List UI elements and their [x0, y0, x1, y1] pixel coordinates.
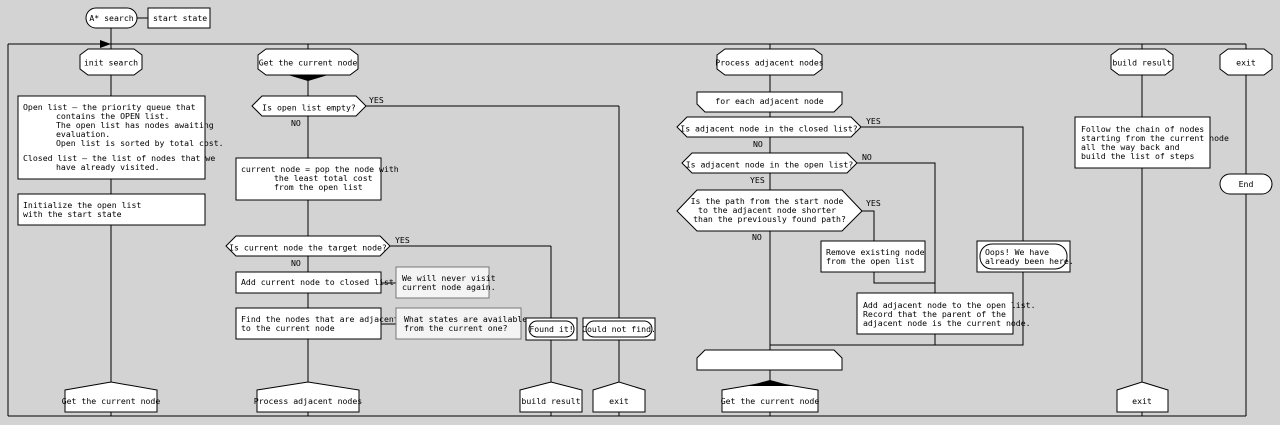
path-no-label: NO — [752, 232, 762, 242]
exit-label: exit — [1236, 58, 1256, 68]
could-not-find-text: Could not find. — [582, 324, 656, 334]
address-build-result — [519, 381, 583, 413]
oops-output — [979, 243, 1068, 270]
add-to-closed-list-action — [235, 271, 382, 294]
initialize-open-list-action — [17, 193, 206, 226]
closed-list-text: Closed list – the list of nodes that we … — [23, 153, 220, 172]
empty-no-label: NO — [291, 118, 301, 128]
empty-yes-label: YES — [369, 95, 384, 105]
follow-chain-action — [1074, 116, 1211, 169]
is-open-list-empty-text: Is open list empty? — [262, 103, 356, 113]
start-state-box — [147, 7, 211, 29]
found-it-output — [528, 320, 575, 338]
build-result-label: build result — [1112, 58, 1171, 68]
is-target-node-text: Is current node the target node? — [229, 243, 387, 253]
in-closed-list-text: Is adjacent node in the closed list? — [680, 124, 858, 134]
get-current-node-header — [257, 48, 359, 76]
init-address-label: Get the current node — [62, 396, 161, 406]
address-exit — [592, 381, 646, 413]
address-process-label: Process adjacent nodes — [254, 396, 363, 406]
could-not-find-output — [585, 320, 653, 338]
build-address-exit-label: exit — [1132, 396, 1152, 406]
build-result-header — [1110, 48, 1174, 76]
follow-chain-text: Follow the chain of nodes starting from … — [1081, 124, 1234, 161]
find-adjacent-nodes-text: Find the nodes that are adjacent to the … — [241, 314, 404, 333]
initialize-open-list-text: Initialize the open list with the start … — [23, 200, 146, 219]
open-no-label: NO — [862, 152, 872, 162]
start-arrow — [100, 40, 111, 48]
closed-yes-label: YES — [866, 116, 881, 126]
closed-no-label: NO — [753, 139, 763, 149]
for-each-adjacent-loop-end — [696, 349, 843, 371]
diagram-title: A* search — [89, 13, 133, 23]
is-open-list-empty-question — [251, 95, 367, 117]
open-closed-list-description — [17, 95, 206, 180]
remove-existing-node-action — [820, 240, 926, 273]
process-adjacent-header — [716, 48, 823, 76]
oops-text: Oops! We have already been here. — [985, 247, 1074, 266]
init-address-get-current-node — [64, 381, 158, 413]
end-terminator — [1219, 173, 1273, 195]
open-yes-label: YES — [750, 175, 765, 185]
for-each-adjacent-loop-start — [696, 91, 843, 113]
get-current-node-label: Get the current node — [259, 58, 358, 68]
shorter-path-text: Is the path from the start node to the a… — [691, 196, 849, 224]
process-address-label: Get the current node — [721, 396, 820, 406]
exit-header — [1219, 48, 1273, 76]
init-search-label: init search — [84, 58, 138, 68]
pop-current-node-text: current node = pop the node with the lea… — [241, 164, 404, 192]
in-closed-list-question — [676, 116, 862, 138]
build-address-exit — [1116, 381, 1169, 413]
process-address-marker — [748, 380, 792, 386]
end-label: End — [1239, 179, 1254, 189]
shorter-path-question — [676, 189, 863, 232]
what-states-text: What states are available from the curre… — [404, 314, 532, 333]
init-search-header — [79, 48, 143, 76]
add-to-open-list-text: Add adjacent node to the open list. Reco… — [863, 300, 1040, 328]
for-each-adjacent-text: for each adjacent node — [715, 96, 824, 106]
address-exit-label: exit — [609, 396, 629, 406]
process-adjacent-label: Process adjacent nodes — [715, 58, 824, 68]
found-it-text: Found it! — [529, 324, 573, 334]
start-state-label: start state — [153, 13, 207, 23]
add-to-open-list-action — [856, 292, 1014, 335]
in-open-list-text: Is adjacent node in the open list? — [686, 160, 854, 170]
remove-existing-node-text: Remove existing node from the open list — [826, 247, 930, 266]
open-list-text: Open list – the priority queue that cont… — [23, 102, 224, 148]
address-process-adjacent-nodes — [256, 381, 360, 413]
path-yes-label: YES — [866, 198, 881, 208]
get-header-marker — [288, 75, 328, 81]
target-yes-label: YES — [395, 235, 410, 245]
find-adjacent-nodes-action — [235, 307, 382, 340]
address-build-label: build result — [521, 396, 580, 406]
pop-current-node-action — [235, 157, 382, 201]
what-states-comment — [395, 307, 522, 340]
add-to-closed-list-text: Add current node to closed list — [241, 277, 394, 287]
never-visit-comment — [395, 266, 490, 299]
target-no-label: NO — [291, 258, 301, 268]
is-target-node-question — [225, 235, 391, 257]
never-visit-text: We will never visit current node again. — [402, 273, 501, 292]
in-open-list-question — [681, 152, 858, 174]
